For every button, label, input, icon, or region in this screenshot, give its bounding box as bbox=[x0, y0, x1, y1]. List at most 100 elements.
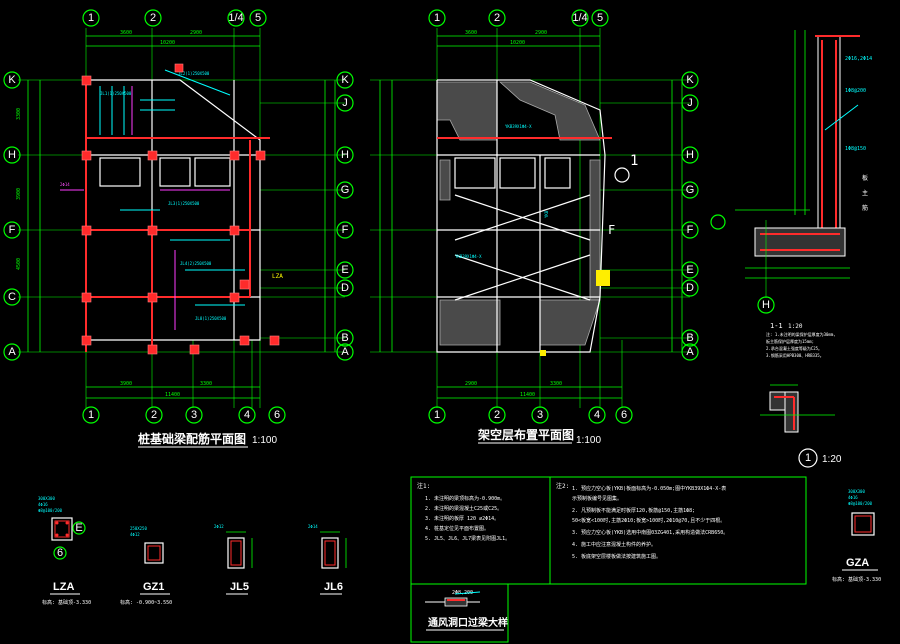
axis-label: H bbox=[341, 149, 349, 161]
svg-text:注: 1.未注明的梁保护层厚度为30mm,: 注: 1.未注明的梁保护层厚度为30mm, bbox=[766, 331, 836, 337]
svg-text:2900: 2900 bbox=[190, 30, 202, 36]
notes-1: 注1: 1. 未注明的梁顶标高为-0.900m。 2. 未注明的梁混凝土C25或… bbox=[417, 482, 510, 542]
svg-text:3900: 3900 bbox=[16, 188, 22, 200]
svg-text:10200: 10200 bbox=[160, 40, 175, 46]
notes-2-line: 1. 预应力空心板(YKB)板面标高为-0.050m;图中YKB39X1Ф4-X… bbox=[572, 485, 726, 492]
detail-gza-mark: GZA bbox=[846, 557, 869, 569]
axis-label: 5 bbox=[255, 12, 261, 24]
svg-text:3600: 3600 bbox=[465, 30, 477, 36]
svg-text:300X300: 300X300 bbox=[38, 496, 55, 501]
svg-text:1Φ8@150: 1Φ8@150 bbox=[845, 146, 866, 152]
detail-gz1-note: 标高: -0.900~3.550 bbox=[120, 599, 172, 606]
plan-left-title: 桩基础梁配筋平面图 bbox=[138, 431, 246, 446]
plan-right-scale: 1:100 bbox=[576, 435, 601, 446]
detail-gz1: 250X250 4Φ12 GZ1 标高: -0.900~3.550 bbox=[120, 526, 172, 606]
plan-right-title: 架空层布置平面图 bbox=[477, 427, 574, 442]
axis-label: 6 bbox=[621, 409, 627, 421]
svg-text:4Φ16: 4Φ16 bbox=[38, 502, 48, 507]
plan-right-section-mark: 1 bbox=[630, 153, 638, 169]
section-axis: H bbox=[762, 299, 770, 311]
detail-lza: 300X300 4Φ16 Φ8@100/200 E 6 LZA 标高: 基础顶-… bbox=[38, 496, 91, 606]
axis-label: 1 bbox=[434, 409, 440, 421]
svg-text:2Φ14: 2Φ14 bbox=[308, 524, 318, 529]
axis-label: K bbox=[8, 74, 16, 86]
detail-1-scale: 1:20 bbox=[822, 454, 842, 465]
axis-label: 3 bbox=[537, 409, 543, 421]
notes-2-heading: 注2: bbox=[556, 482, 569, 490]
axis-label: J bbox=[687, 97, 693, 109]
svg-text:Φ8@100/200: Φ8@100/200 bbox=[38, 508, 63, 513]
svg-text:4500: 4500 bbox=[16, 258, 22, 270]
axis-label: A bbox=[8, 346, 16, 358]
axis-label: 1/4 bbox=[572, 12, 587, 24]
plan-left-axes-bottom: 1 2 3 4 6 bbox=[82, 406, 286, 424]
detail-1-mark: 1 bbox=[805, 452, 811, 464]
notes-1-line: 4. 桩基定位见平面布置图。 bbox=[425, 525, 489, 532]
svg-text:3300: 3300 bbox=[200, 381, 212, 387]
svg-text:JL3(1)250X500: JL3(1)250X500 bbox=[168, 201, 200, 206]
notes-2-line: 50<板宽<100时,主筋2Ф10;板宽>100时,2Ф10@70,且不少于四根… bbox=[572, 517, 725, 524]
svg-text:YKB39X1Ф4-X: YKB39X1Ф4-X bbox=[455, 254, 482, 259]
plan-left-axes-top: 1 2 1/4 5 bbox=[82, 9, 267, 27]
axis-label: 4 bbox=[244, 409, 250, 421]
svg-text:2Φ12: 2Φ12 bbox=[214, 524, 224, 529]
notes-1-heading: 注1: bbox=[417, 482, 430, 490]
notes-2-line: 2. 凡预制板不能满足时板厚120,板筋@150,主筋1Ф8; bbox=[572, 507, 695, 514]
plan-right-axes-right: K J H G F E D B A bbox=[681, 71, 699, 361]
axis-label: 6 bbox=[274, 409, 280, 421]
bottom-detail: 2Φ8,200 通风洞口过梁大样 bbox=[425, 590, 508, 631]
notes-1-line: 5. JL5、JL6、JL7梁表见附图JL1。 bbox=[425, 535, 510, 542]
axis-label: 5 bbox=[597, 12, 603, 24]
section-title: 1-1 bbox=[770, 322, 783, 330]
svg-text:E: E bbox=[75, 522, 82, 534]
axis-label: E bbox=[686, 264, 693, 276]
svg-text:3300: 3300 bbox=[550, 381, 562, 387]
plan-left-beams bbox=[85, 80, 270, 352]
plan-left: 3600 2900 10200 3900 3300 11400 3300 390… bbox=[3, 9, 354, 448]
svg-text:4Φ16: 4Φ16 bbox=[848, 495, 858, 500]
svg-text:2900: 2900 bbox=[465, 381, 477, 387]
detail-jl6: 2Φ14 JL6 bbox=[308, 524, 347, 595]
bottom-detail-title: 通风洞口过梁大样 bbox=[428, 616, 508, 629]
svg-text:2Φ16,2Φ14: 2Φ16,2Φ14 bbox=[845, 56, 872, 62]
axis-label: F bbox=[687, 224, 694, 236]
axis-label: 1 bbox=[434, 12, 440, 24]
axis-label: B bbox=[341, 332, 348, 344]
plan-right: 3600 2900 10200 2900 3300 11400 bbox=[370, 9, 699, 446]
axis-label: A bbox=[341, 346, 349, 358]
axis-label: 2 bbox=[150, 12, 156, 24]
plan-left-dimensions: 3600 2900 10200 3900 3300 11400 3300 390… bbox=[16, 30, 336, 399]
svg-text:250X250: 250X250 bbox=[130, 526, 147, 531]
section-scale: 1:20 bbox=[788, 323, 803, 330]
svg-text:10200: 10200 bbox=[510, 40, 525, 46]
plan-left-scale: 1:100 bbox=[252, 435, 277, 446]
plan-right-axes-top: 1 2 1/4 5 bbox=[428, 9, 609, 27]
svg-text:3600: 3600 bbox=[120, 30, 132, 36]
detail-jl6-mark: JL6 bbox=[324, 581, 343, 593]
axis-label: K bbox=[686, 74, 694, 86]
axis-label: K bbox=[341, 74, 349, 86]
axis-label: 4 bbox=[594, 409, 600, 421]
notes-2-line: 示预制板编号见图集。 bbox=[572, 495, 622, 502]
svg-text:3900: 3900 bbox=[120, 381, 132, 387]
svg-text:11400: 11400 bbox=[165, 392, 180, 398]
axis-label: C bbox=[8, 291, 16, 303]
notes-1-line: 2. 未注明的梁混凝土C25或C25。 bbox=[425, 505, 502, 512]
axis-label: E bbox=[341, 264, 348, 276]
svg-text:11400: 11400 bbox=[520, 392, 535, 398]
svg-text:300X300: 300X300 bbox=[848, 489, 865, 494]
axis-label: H bbox=[686, 149, 694, 161]
axis-label: 3 bbox=[191, 409, 197, 421]
plan-left-axes-left: K H F C A bbox=[3, 71, 21, 361]
svg-text:3300: 3300 bbox=[16, 108, 22, 120]
notes-1-line: 3. 未注明的板厚 120 ⌀2Φ14。 bbox=[425, 515, 499, 522]
notes-frame bbox=[410, 476, 807, 643]
svg-text:JL1(1)250X500: JL1(1)250X500 bbox=[100, 91, 132, 96]
notes-2-line: 4. 施工中应注意混凝土构件的养护。 bbox=[572, 541, 656, 548]
detail-gza: 300X300 4Φ16 Φ8@100/200 GZA 标高: 基础顶-3.33… bbox=[832, 489, 881, 583]
axis-label: 1 bbox=[88, 12, 94, 24]
axis-label: F bbox=[9, 224, 16, 236]
axis-label: 2 bbox=[494, 409, 500, 421]
detail-jl5-mark: JL5 bbox=[230, 581, 249, 593]
